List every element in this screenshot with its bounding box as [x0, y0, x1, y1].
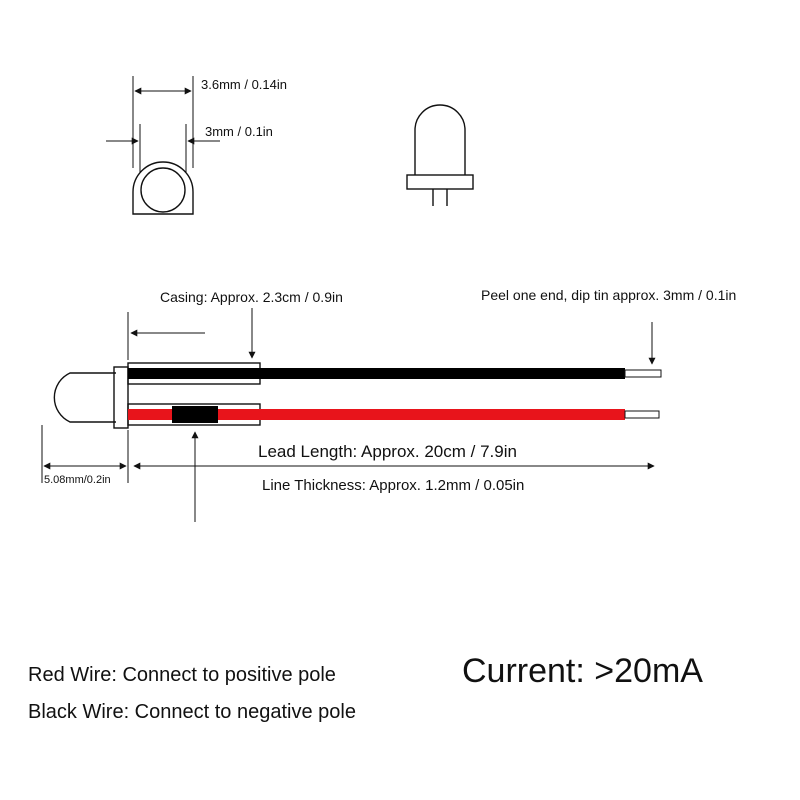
- lens-diameter-label: 3.6mm / 0.14in: [201, 77, 287, 92]
- tinned-tip-red: [624, 410, 660, 419]
- led-lens: [53, 372, 116, 423]
- tinned-tip-black: [624, 369, 662, 378]
- led-front-view: [106, 76, 220, 215]
- resistor: [172, 406, 218, 423]
- red-wire: [128, 409, 625, 420]
- peel-label: Peel one end, dip tin approx. 3mm / 0.1i…: [481, 287, 736, 303]
- led-flange: [113, 366, 129, 429]
- line-thickness-label: Line Thickness: Approx. 1.2mm / 0.05in: [262, 477, 524, 494]
- lead-length-label: Lead Length: Approx. 20cm / 7.9in: [258, 442, 517, 461]
- black-wire: [128, 368, 625, 379]
- casing-label: Casing: Approx. 2.3cm / 0.9in: [160, 289, 343, 305]
- current-note: Current: >20mA: [462, 652, 703, 690]
- led-length-label: 5.08mm/0.2in: [44, 474, 111, 486]
- red-wire-note: Red Wire: Connect to positive pole: [28, 664, 336, 686]
- led-with-wires: [41, 308, 662, 522]
- led-side-view: [406, 104, 474, 206]
- lead-spacing-label: 3mm / 0.1in: [205, 124, 273, 139]
- black-wire-note: Black Wire: Connect to negative pole: [28, 701, 356, 723]
